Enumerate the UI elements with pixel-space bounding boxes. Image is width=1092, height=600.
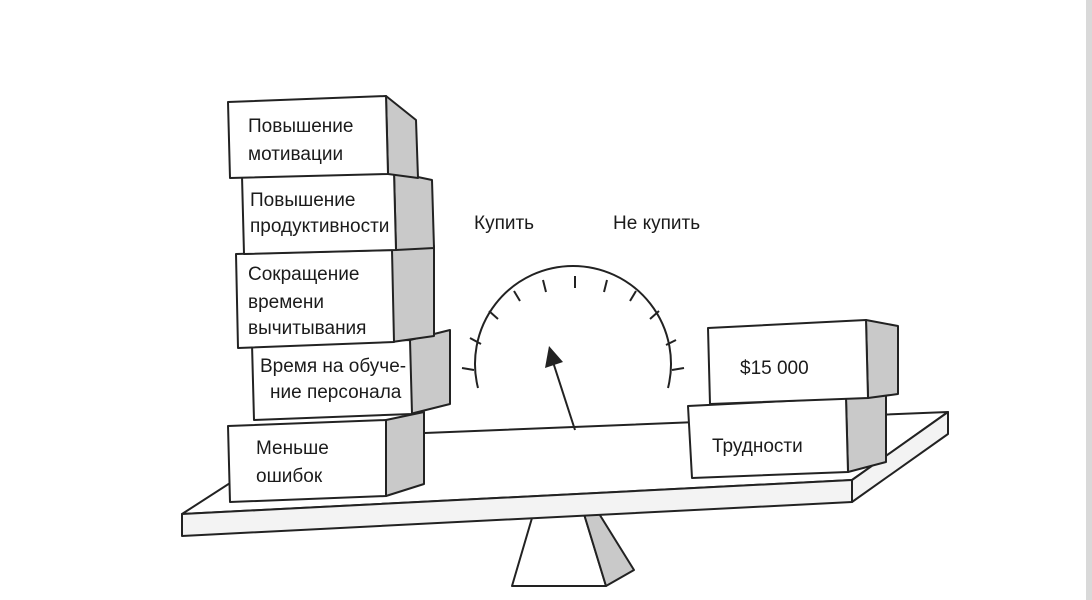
block-side-face [391,245,435,343]
block-label-line: Повышение [248,116,353,137]
block-motivation-increase: Повышение мотивации [227,95,419,179]
block-label-line: ошибок [256,466,323,487]
block-side-face [393,171,435,251]
block-side-face [385,411,425,497]
block-fewer-errors: Меньше ошибок [227,411,425,503]
buy-label: Купить [474,213,534,234]
gauge-arc [474,264,672,389]
block-label-line: вычитывания [248,318,366,339]
gauge-tick [671,367,685,371]
left-block-stack: Меньше ошибок Время на обуче- ние персон… [227,95,451,503]
block-proofreading-time: Сокращение времени вычитывания [235,245,435,349]
block-front-face [251,339,413,421]
not-buy-label: Не купить [613,213,700,234]
block-label-line: ние персонала [270,382,402,403]
gauge-tick [542,279,547,293]
block-cost-15000: $15 000 [707,319,899,405]
right-block-stack: Трудности $15 000 [687,319,899,479]
block-label-line: Трудности [712,436,803,457]
block-label-line: $15 000 [740,358,809,379]
gauge-tick [488,310,499,320]
block-front-face [227,95,389,179]
block-front-face [227,419,387,503]
gauge-needle-arrowhead [545,346,563,368]
gauge-tick [665,339,677,346]
block-label-line: Повышение [250,190,355,211]
block-productivity-increase: Повышение продуктивности [241,171,435,255]
right-edge-strip [1086,0,1092,600]
gauge-tick [603,279,608,293]
gauge-tick [513,290,521,302]
block-label-line: мотивации [248,144,343,165]
gauge [461,264,685,431]
block-staff-training-time: Время на обуче- ние персонала [251,329,451,421]
block-side-face [409,329,451,415]
gauge-needle [552,361,576,431]
gauge-tick [469,337,482,345]
block-front-face [241,171,397,255]
fulcrum [511,511,635,587]
block-label-line: продуктивности [250,216,389,237]
block-label-line: Меньше [256,438,329,459]
block-difficulties: Трудности [687,393,887,479]
block-side-face [865,319,899,399]
gauge-ticks [461,276,685,371]
block-side-face [385,95,419,179]
gauge-tick [649,310,660,320]
gauge-tick [629,290,637,302]
block-side-face [845,393,887,473]
block-front-face [707,319,869,405]
gauge-tick [461,367,475,371]
plank-right-edge [851,411,949,503]
block-label-line: Время на обуче- [260,356,406,377]
block-label-line: времени [248,292,324,313]
block-label-line: Сокращение [248,264,359,285]
